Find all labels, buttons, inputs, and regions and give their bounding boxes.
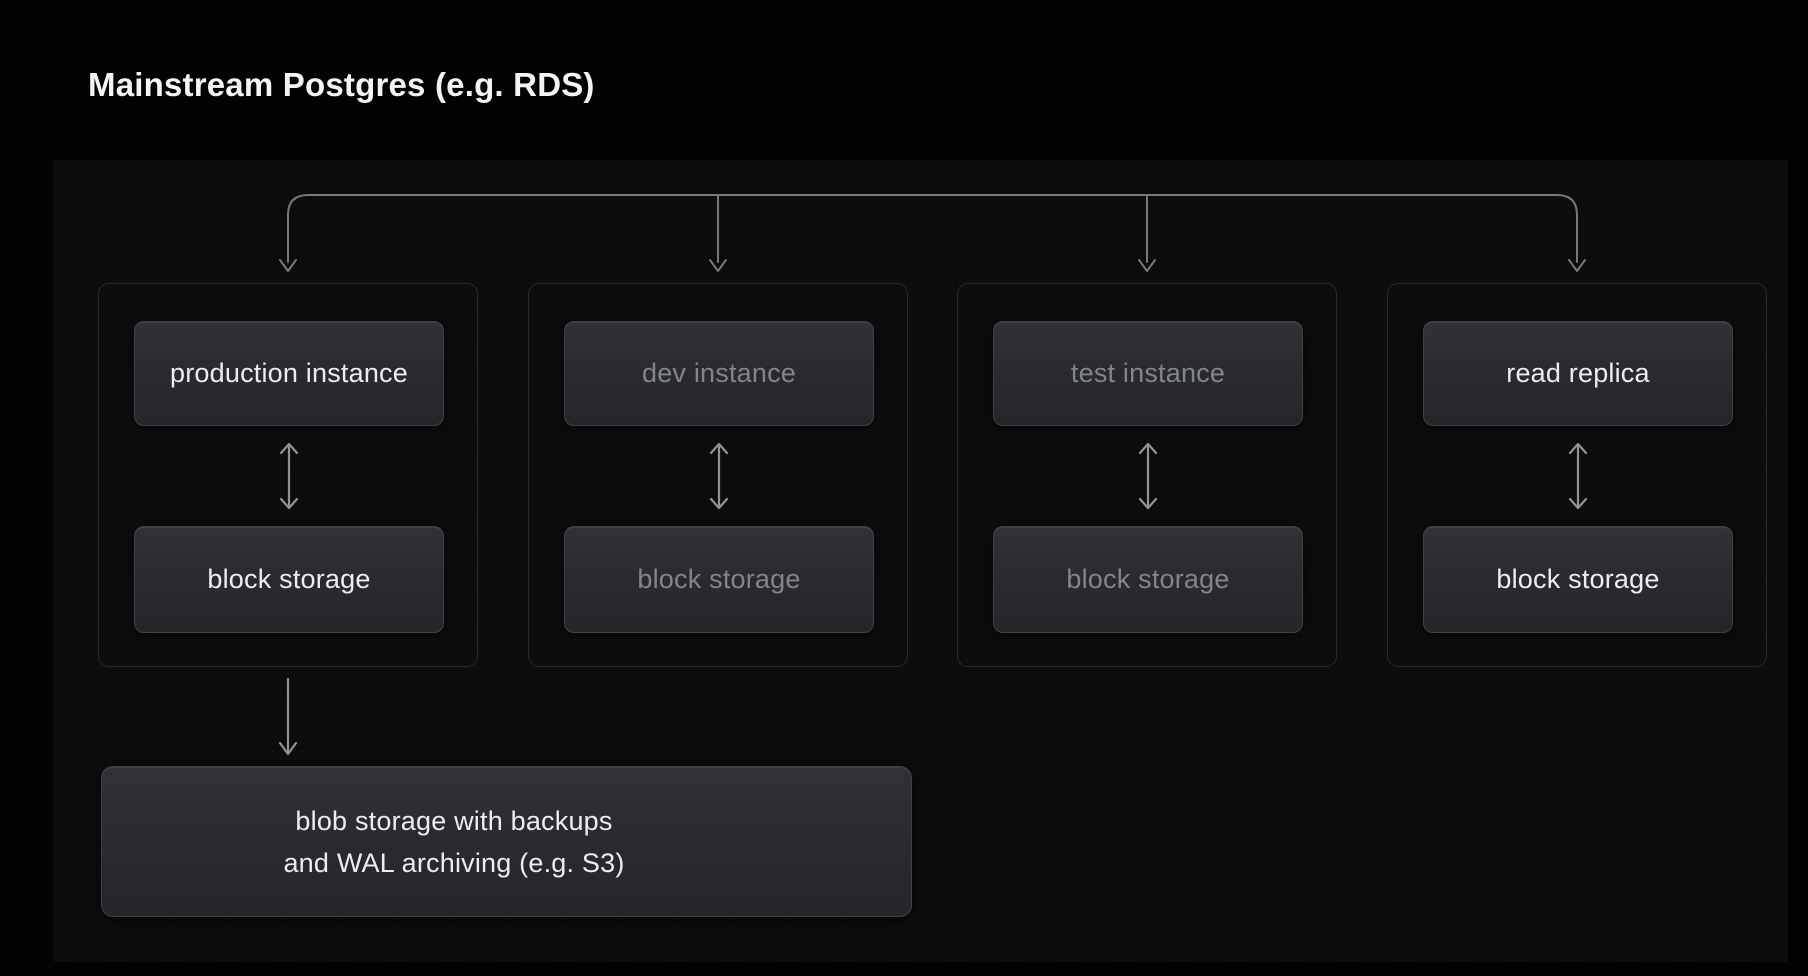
- group-dev: dev instance block storage: [528, 283, 908, 667]
- blob-storage-line1: blob storage with backups: [295, 805, 613, 836]
- diagram-panel: production instance block storage dev in…: [53, 160, 1788, 962]
- node-label: read replica: [1506, 358, 1650, 388]
- node-label: production instance: [170, 358, 408, 388]
- node-label: block storage: [637, 564, 801, 594]
- group-read-replica: read replica block storage: [1387, 283, 1767, 667]
- node-block-storage: block storage: [564, 526, 874, 633]
- node-label: block storage: [207, 564, 371, 594]
- node-label: blob storage with backups and WAL archiv…: [102, 800, 806, 884]
- bidirectional-arrow-icon: [1138, 442, 1158, 510]
- fan-out-connector-icon: [279, 194, 1586, 272]
- bidirectional-arrow-icon: [1568, 442, 1588, 510]
- node-block-storage: block storage: [993, 526, 1303, 633]
- node-label: test instance: [1070, 358, 1226, 388]
- down-arrow-icon: [278, 677, 298, 756]
- node-blob-storage: blob storage with backups and WAL archiv…: [101, 766, 912, 917]
- bidirectional-arrow-icon: [279, 442, 299, 510]
- node-block-storage: block storage: [134, 526, 444, 633]
- node-production-instance: production instance: [134, 321, 444, 426]
- node-read-replica: read replica: [1423, 321, 1733, 426]
- node-label: block storage: [1066, 564, 1230, 594]
- node-test-instance: test instance: [993, 321, 1303, 426]
- node-dev-instance: dev instance: [564, 321, 874, 426]
- node-label: dev instance: [642, 358, 796, 388]
- bidirectional-arrow-icon: [709, 442, 729, 510]
- group-production: production instance block storage: [98, 283, 478, 667]
- group-test: test instance block storage: [957, 283, 1337, 667]
- page-title: Mainstream Postgres (e.g. RDS): [88, 66, 595, 103]
- node-block-storage: block storage: [1423, 526, 1733, 633]
- blob-storage-line2: and WAL archiving (e.g. S3): [283, 847, 625, 878]
- node-label: block storage: [1496, 564, 1660, 594]
